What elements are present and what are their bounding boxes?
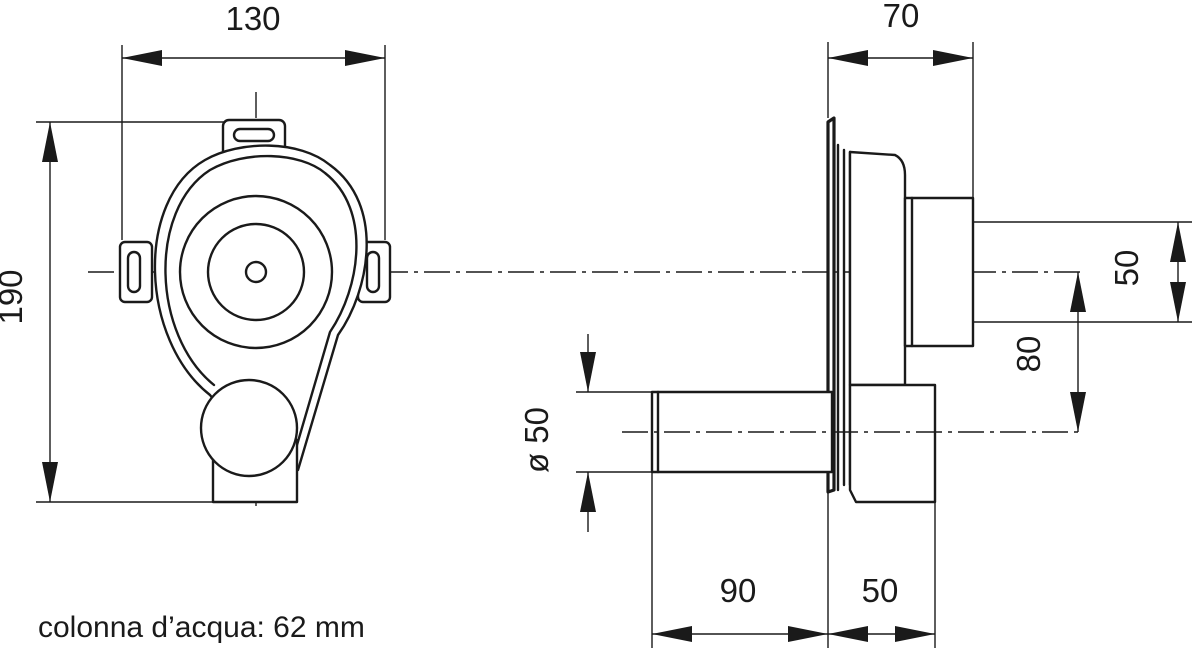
arrow-70-right xyxy=(933,50,973,66)
siphon-body-inner-outline xyxy=(164,154,358,464)
side-lower-body xyxy=(848,383,937,504)
dim-label-diameter: ø 50 xyxy=(518,407,555,473)
arrow-50b-left xyxy=(828,626,868,642)
right-tab-slot xyxy=(365,250,381,294)
arrow-50-bottom xyxy=(1170,282,1186,322)
arrow-50-top xyxy=(1170,222,1186,262)
inlet-pipe-circle xyxy=(199,378,299,478)
arrow-130-right xyxy=(345,50,385,66)
arrow-50b-right xyxy=(895,626,935,642)
wall-flange xyxy=(826,116,836,494)
side-outlet-spigot xyxy=(903,196,975,348)
left-mounting-tab xyxy=(118,240,154,304)
arrow-90-right xyxy=(788,626,828,642)
arrow-dia-bottom xyxy=(580,472,596,512)
arrow-dia-top xyxy=(580,352,596,392)
arrow-80-top xyxy=(1070,272,1086,312)
front-ring-middle xyxy=(206,222,306,322)
front-ring-center xyxy=(244,260,268,284)
arrow-70-left xyxy=(828,50,868,66)
arrow-80-bottom xyxy=(1070,392,1086,432)
dim-label-80: 80 xyxy=(1010,336,1047,373)
dim-label-70: 70 xyxy=(883,0,920,34)
dim-label-130: 130 xyxy=(225,0,280,37)
front-ring-outer xyxy=(178,194,334,350)
arrow-190-bottom xyxy=(42,462,58,502)
dim-label-90: 90 xyxy=(720,572,757,609)
arrow-190-top xyxy=(42,122,58,162)
dim-label-190: 190 xyxy=(0,269,29,324)
front-view xyxy=(88,92,1085,512)
side-dimensions: 70 50 80 ø 50 90 50 xyxy=(518,0,1192,648)
side-upper-body xyxy=(848,150,907,387)
arrow-90-left xyxy=(652,626,692,642)
arrow-130-left xyxy=(122,50,162,66)
side-view xyxy=(622,116,1082,504)
dim-label-50-bottom: 50 xyxy=(862,572,899,609)
dim-label-50-vertical: 50 xyxy=(1108,250,1145,287)
top-tab-slot xyxy=(232,127,276,143)
water-column-note: colonna d’acqua: 62 mm xyxy=(38,611,365,644)
left-tab-slot xyxy=(126,250,142,294)
front-dimensions: 130 190 xyxy=(0,0,386,503)
